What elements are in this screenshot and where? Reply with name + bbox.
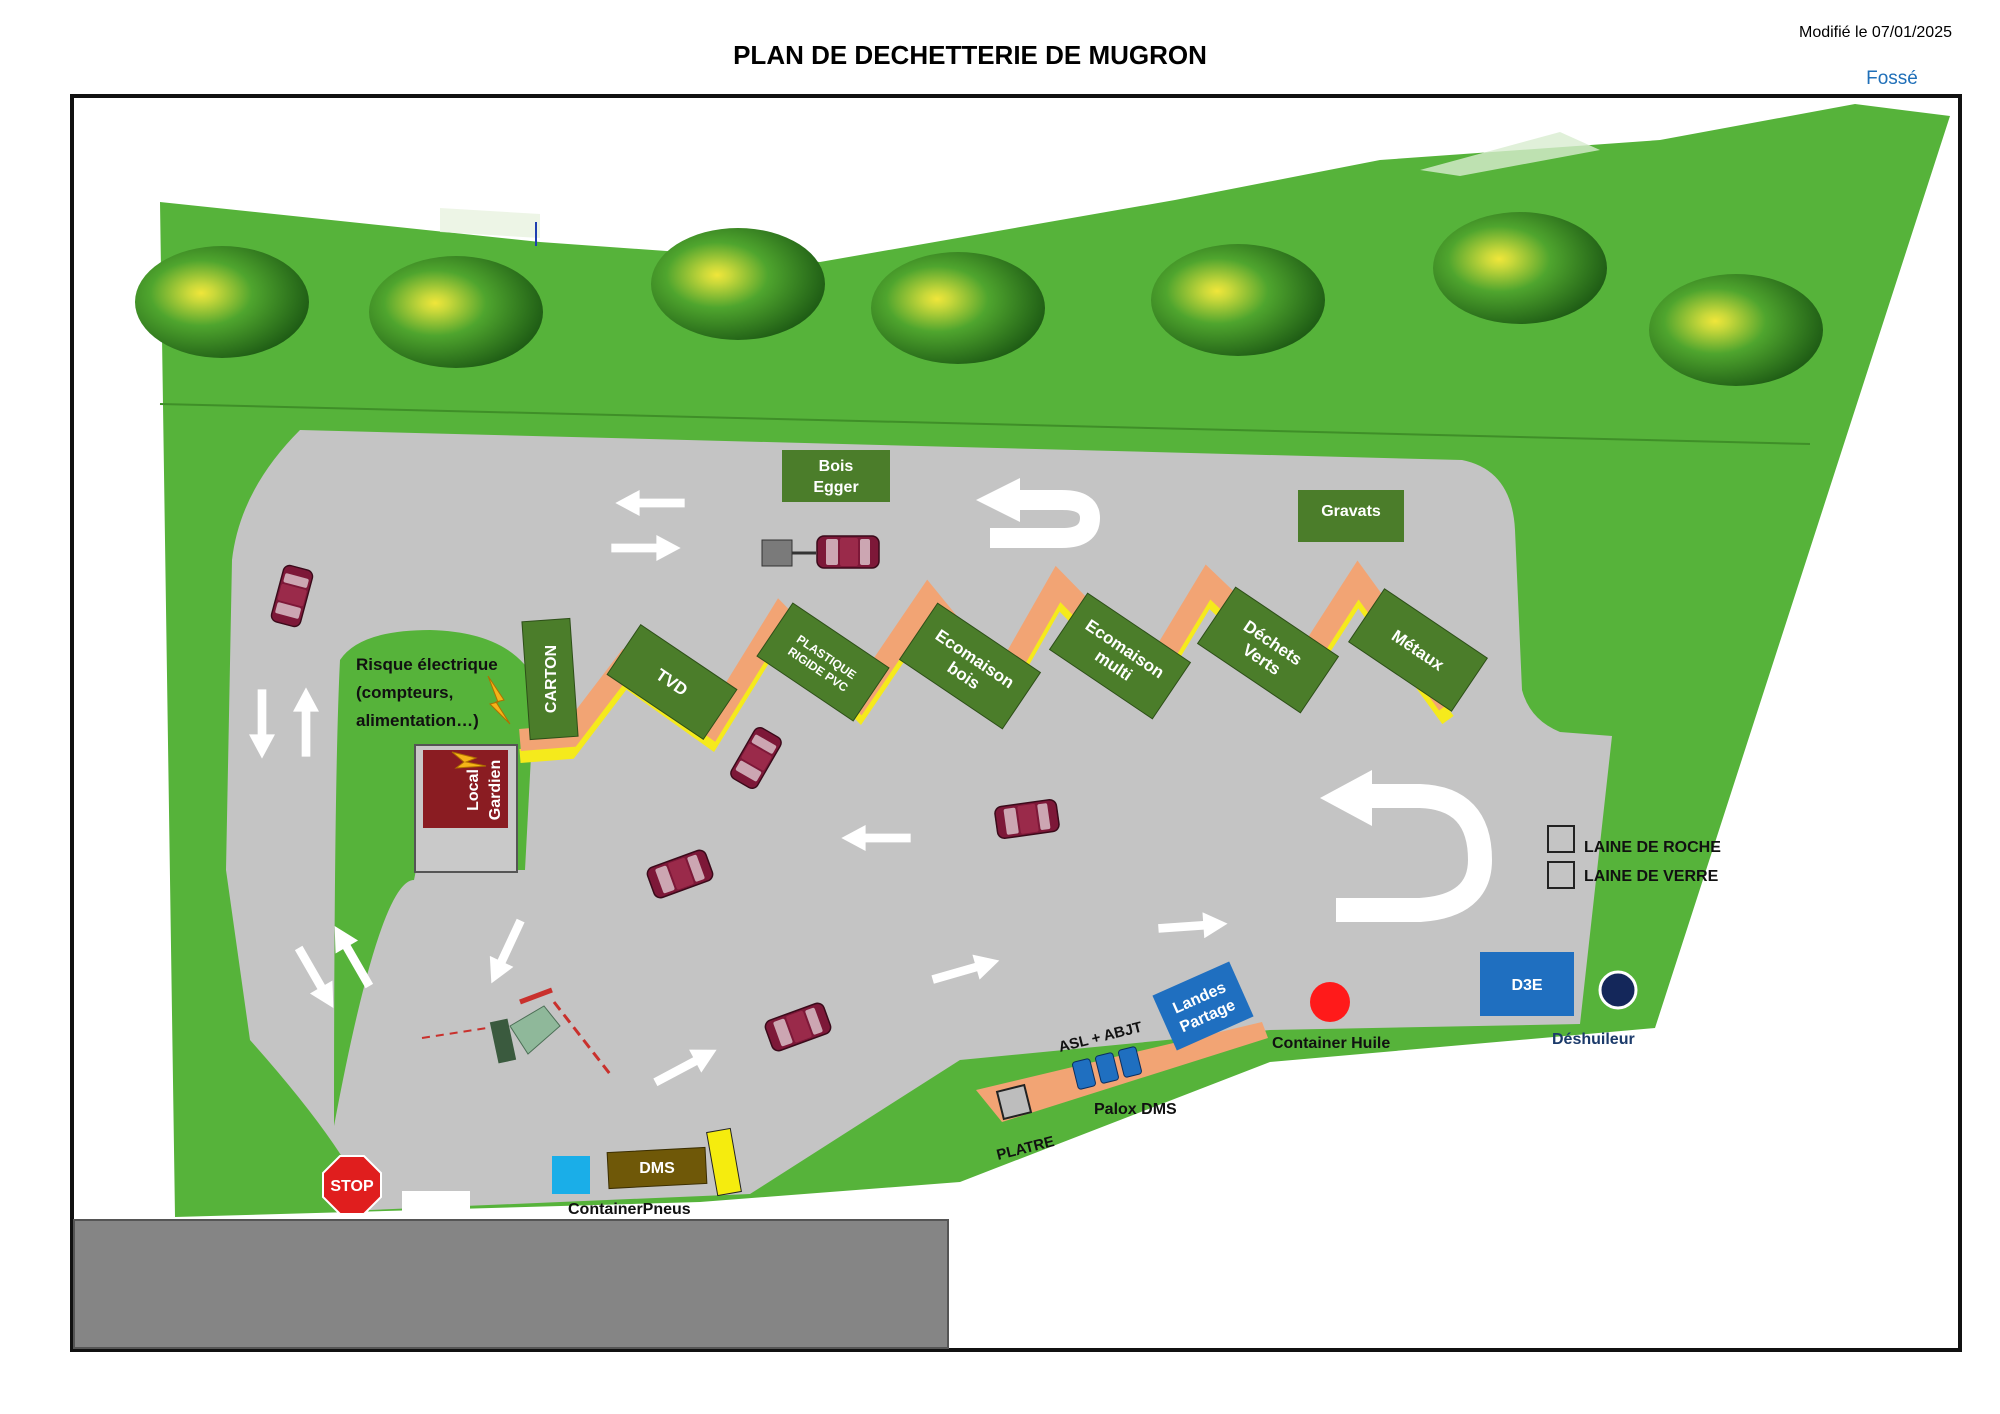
- svg-text:CARTON: CARTON: [543, 645, 560, 713]
- container-huile-icon: [1310, 982, 1350, 1022]
- laine-roche-box: [1547, 825, 1575, 853]
- entrance-barrier: [421, 987, 612, 1075]
- svg-text:D3E: D3E: [1511, 977, 1542, 994]
- deshuileur-icon: [1598, 970, 1638, 1010]
- laine-verre-label: LAINE DE VERRE: [1584, 868, 1719, 885]
- container-pneus-box: [552, 1156, 590, 1194]
- page-title: PLAN DE DECHETTERIE DE MUGRON: [733, 40, 1207, 70]
- yellow-bin: [706, 1127, 742, 1197]
- u-turn-arrow: [990, 490, 1101, 548]
- svg-text:Bois: Bois: [819, 458, 854, 475]
- local-gardien-label: Local Gardien: [465, 760, 504, 820]
- bin-metaux: Métaux: [1348, 588, 1488, 712]
- platre-box: [995, 1083, 1033, 1121]
- bin-dechets-verts: Déchets Verts: [1196, 586, 1340, 714]
- laine-roche-label: LAINE DE ROCHE: [1584, 839, 1721, 856]
- u-turn-arrow: [1336, 784, 1493, 922]
- bin-bois-egger: Bois Egger: [782, 450, 890, 502]
- lightning-icon: [487, 675, 511, 725]
- laine-verre-box: [1547, 861, 1575, 889]
- bin-plastique: PLASTIQUE RIGIDE PVC: [756, 602, 890, 722]
- container-pneus-label: ContainerPneus: [568, 1201, 691, 1218]
- trailer: [761, 539, 816, 567]
- bin-tvd: TVD: [606, 624, 738, 740]
- svg-text:alimentation…): alimentation…): [356, 711, 479, 730]
- modified-date: Modifié le 07/01/2025: [1799, 24, 1952, 41]
- svg-text:Local: Local: [465, 769, 482, 811]
- palox-dms-label: Palox DMS: [1094, 1101, 1177, 1118]
- svg-text:STOP: STOP: [330, 1178, 374, 1195]
- svg-text:(compteurs,: (compteurs,: [356, 683, 453, 702]
- bin-carton: CARTON: [521, 617, 579, 741]
- landes-partage-container: Landes Partage: [1152, 961, 1254, 1051]
- electrical-risk-label: Risque électrique (compteurs, alimentati…: [356, 655, 498, 730]
- d3e-container: [1480, 952, 1574, 1016]
- stop-line: [402, 1191, 470, 1221]
- car: [816, 535, 880, 569]
- bin-gravats: Gravats: [1298, 490, 1404, 542]
- stop-sign: STOP: [322, 1155, 382, 1215]
- deshuileur-label: Déshuileur: [1552, 1031, 1635, 1048]
- svg-text:Gravats: Gravats: [1321, 503, 1381, 520]
- dms-platform: [976, 1022, 1268, 1122]
- tree-row: [135, 212, 1823, 386]
- svg-text:Risque électrique: Risque électrique: [356, 655, 498, 674]
- svg-text:DMS: DMS: [639, 1160, 675, 1177]
- svg-text:Egger: Egger: [813, 479, 858, 496]
- fosse-label: Fossé: [1846, 64, 1938, 94]
- svg-text:Gardien: Gardien: [487, 760, 504, 820]
- container-huile-label: Container Huile: [1272, 1035, 1390, 1052]
- lightning-icon: [451, 751, 487, 769]
- public-road: [73, 1219, 949, 1349]
- dms-container: [606, 1146, 708, 1190]
